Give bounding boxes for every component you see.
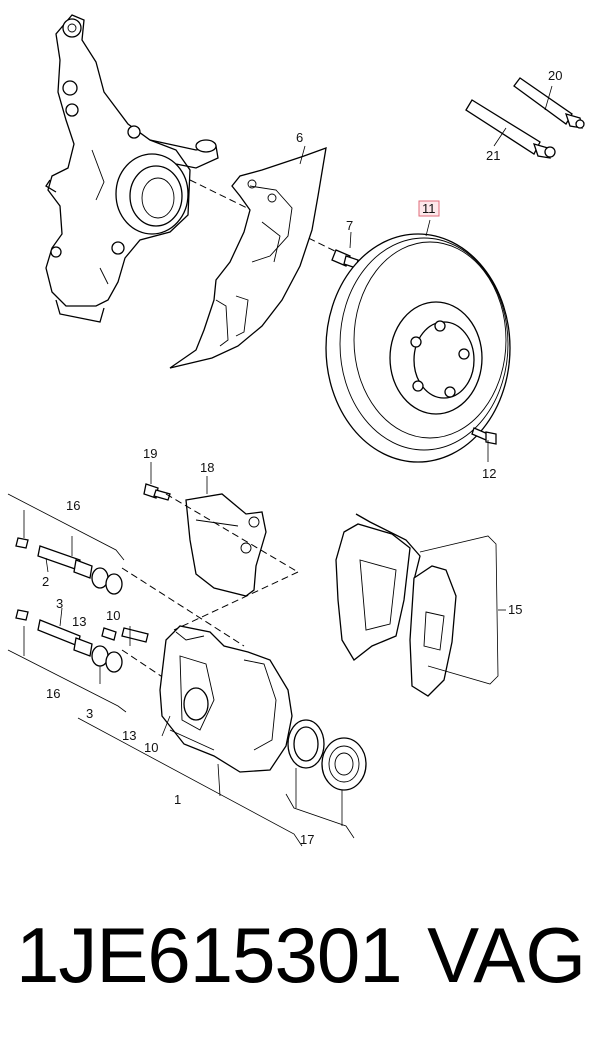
callout-19: 19: [143, 446, 157, 461]
callout-7: 7: [346, 218, 353, 233]
callout-16-upper: 16: [66, 498, 80, 513]
callout-18: 18: [200, 460, 214, 475]
callout-13-upper: 13: [72, 614, 86, 629]
part-number: 1JE615301: [16, 911, 403, 999]
grease-tube-21: [465, 99, 556, 159]
exploded-parts-diagram: 11 6 7 12 20 21 19 18 16 2 3 13 10 16 3 …: [7, 14, 585, 847]
callout-3-lower: 3: [86, 706, 93, 721]
heat-shield: [185, 493, 267, 597]
callout-10-upper: 10: [106, 608, 120, 623]
bolt-19: [143, 483, 171, 501]
callout-17: 17: [300, 832, 314, 847]
callout-labels: 11 6 7 12 20 21 19 18 16 2 3 13 10 16 3 …: [42, 68, 562, 847]
callout-21: 21: [486, 148, 500, 163]
callout-3-upper: 3: [56, 596, 63, 611]
splash-shield: [169, 147, 327, 369]
bleed-valve: [101, 627, 149, 643]
callout-20: 20: [548, 68, 562, 83]
callout-12: 12: [482, 466, 496, 481]
brand-name: VAG: [427, 911, 586, 999]
dust-boot: [321, 737, 367, 791]
callout-15: 15: [508, 602, 522, 617]
grease-tube-20: [513, 77, 585, 129]
brake-caliper: [159, 625, 293, 773]
callout-11: 11: [422, 201, 436, 216]
footer-caption: 1JE615301 VAG: [0, 900, 600, 1010]
leader-lines: [7, 85, 553, 847]
callout-10-lower: 10: [144, 740, 158, 755]
callout-6: 6: [296, 130, 303, 145]
steering-knuckle: [45, 14, 219, 323]
callout-1: 1: [174, 792, 181, 807]
guide-pin-upper: [15, 537, 123, 595]
screw-12: [471, 427, 497, 445]
brake-disc: [325, 233, 511, 463]
brake-pad-outer: [409, 565, 457, 697]
brake-pad-inner: [335, 513, 421, 661]
callout-13-lower: 13: [122, 728, 136, 743]
callout-11-highlight: [418, 200, 440, 217]
callout-16-lower: 16: [46, 686, 60, 701]
callout-2: 2: [42, 574, 49, 589]
guide-pin-lower: [15, 609, 123, 673]
caliper-seal: [287, 719, 325, 769]
